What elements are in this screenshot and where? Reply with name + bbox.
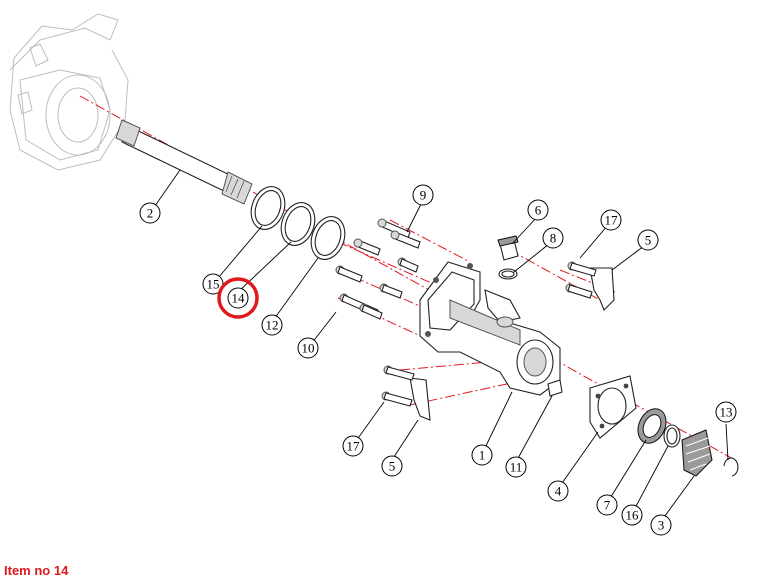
callout-3: 3 <box>650 514 672 536</box>
callout-16: 16 <box>621 504 643 526</box>
callout-4: 4 <box>547 480 569 502</box>
callout-2: 2 <box>139 202 161 224</box>
bearing <box>637 408 667 444</box>
callout-label: 17 <box>605 213 619 228</box>
circlip <box>723 457 739 477</box>
gasket-plate <box>589 375 637 439</box>
callout-label: 15 <box>207 277 220 292</box>
callout-8: 8 <box>542 227 564 249</box>
callout-label: 16 <box>626 508 640 523</box>
highlight-ring <box>217 277 259 319</box>
bracket-left <box>381 365 431 421</box>
callout-label: 11 <box>510 460 523 475</box>
callout-9: 9 <box>412 184 434 206</box>
callout-label: 9 <box>420 188 427 203</box>
bolts-lower <box>335 265 403 320</box>
item-number-label: Item no 14 <box>4 563 69 578</box>
callout-6: 6 <box>527 199 549 221</box>
exploded-parts-diagram: 2 15 14 12 9 10 6 8 17 5 17 5 1 11 4 7 1… <box>9 13 739 536</box>
shaft-part <box>115 119 253 205</box>
callout-17-left: 17 <box>342 435 364 457</box>
callout-13: 13 <box>715 401 737 423</box>
callout-label: 12 <box>266 318 279 333</box>
callout-label: 2 <box>147 206 154 221</box>
plug-and-washer <box>497 235 519 280</box>
callout-5-right: 5 <box>637 229 659 251</box>
bolts-upper <box>353 218 421 273</box>
callout-10: 10 <box>297 337 319 359</box>
ghost-gearbox-housing <box>9 13 129 171</box>
o-rings <box>250 186 346 260</box>
snap-ring <box>663 424 681 448</box>
main-housing <box>419 261 561 396</box>
callout-5-left: 5 <box>381 455 403 477</box>
callout-14: 14 <box>217 277 259 319</box>
callout-label: 1 <box>479 448 486 463</box>
dowel-pin <box>547 379 563 397</box>
callout-label: 13 <box>720 405 733 420</box>
callout-17-right: 17 <box>600 209 622 231</box>
callout-label: 17 <box>347 439 361 454</box>
bevel-gear <box>681 429 713 477</box>
callout-11: 11 <box>505 456 527 478</box>
callout-label: 3 <box>658 518 665 533</box>
callout-15: 15 <box>202 273 224 295</box>
callout-1: 1 <box>471 444 493 466</box>
bracket-right <box>565 261 615 311</box>
callout-label: 10 <box>302 341 315 356</box>
callout-label: 7 <box>604 498 611 513</box>
callout-label: 6 <box>535 203 542 218</box>
callout-label: 5 <box>389 459 396 474</box>
callout-label: 8 <box>550 231 557 246</box>
callout-7: 7 <box>596 494 618 516</box>
callout-label: 5 <box>645 233 652 248</box>
callout-label: 4 <box>555 484 562 499</box>
callout-12: 12 <box>261 314 283 336</box>
callout-label: 14 <box>232 291 246 306</box>
